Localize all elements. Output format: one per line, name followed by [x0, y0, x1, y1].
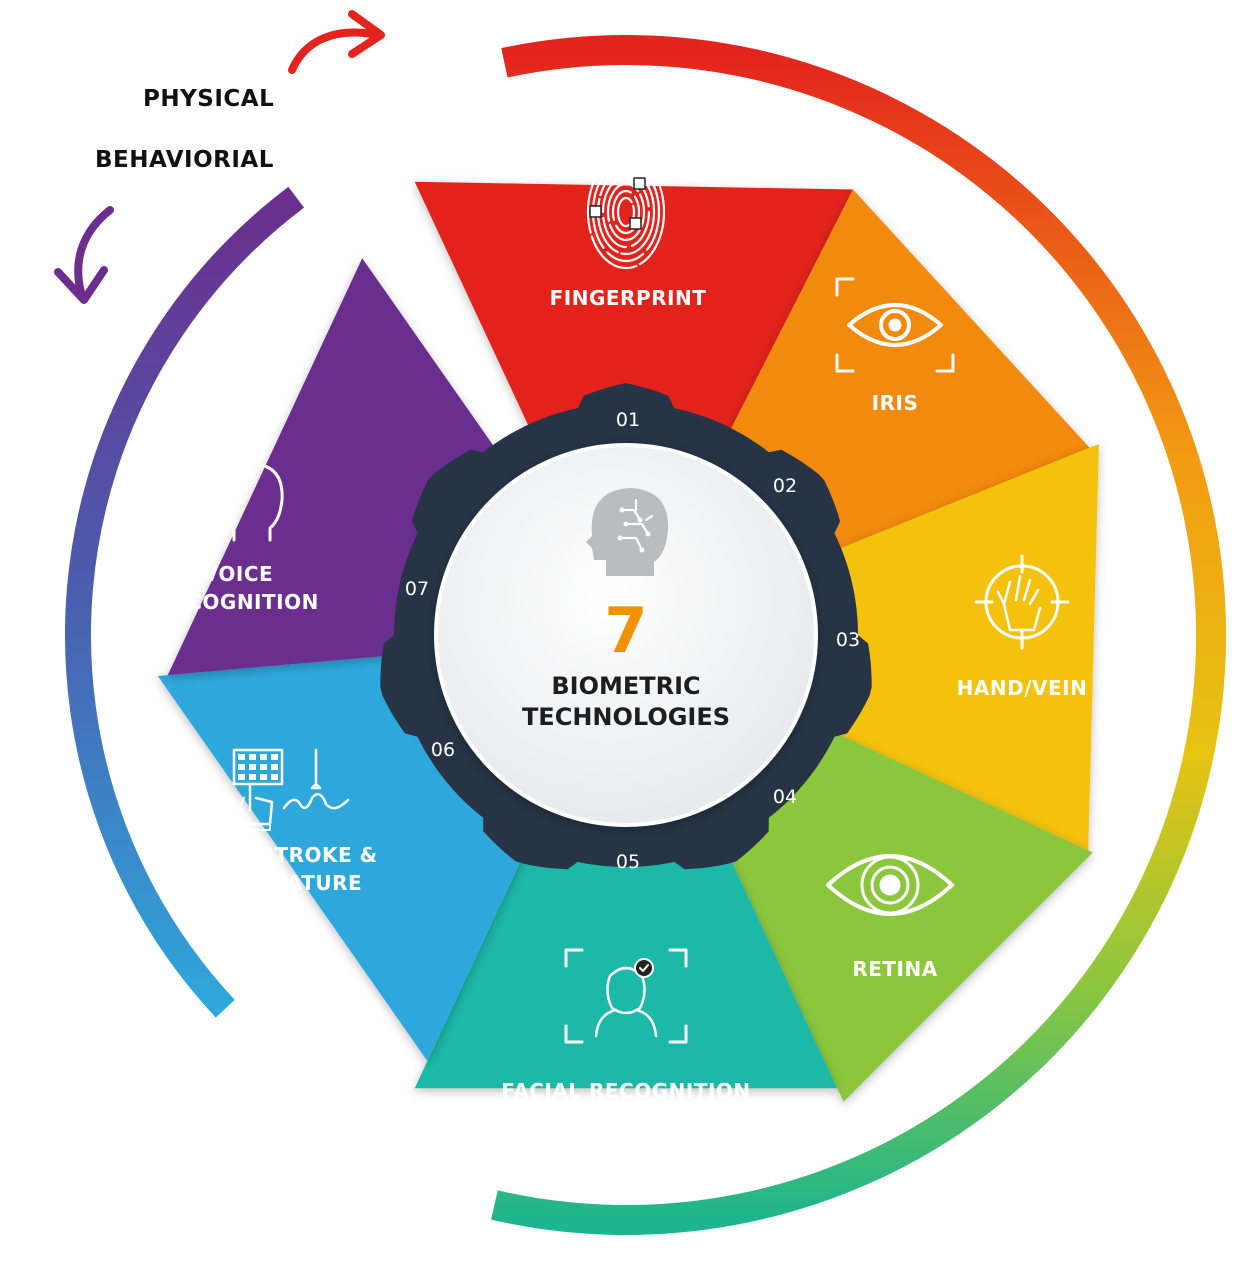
physical-arrow-icon — [288, 10, 385, 74]
segment-number-retina: 04 — [773, 786, 797, 808]
hand-scan-icon — [974, 554, 1070, 650]
physical-group-label: PHYSICAL — [143, 86, 275, 112]
segment-label-retina: RETINA — [852, 957, 937, 981]
segment-fingerprint: FINGERPRINT — [414, 154, 853, 448]
segment-shape-facial — [414, 825, 838, 1089]
segment-label-facial: FACIAL RECOGNITION — [501, 1079, 750, 1103]
segment-shape-fingerprint — [414, 181, 853, 448]
segment-number-iris: 02 — [773, 475, 797, 497]
segment-number-voice: 07 — [405, 578, 429, 600]
segment-label-iris: IRIS — [872, 391, 919, 415]
behavioral-arc — [65, 186, 305, 1018]
segment-number-hand-vein: 03 — [836, 629, 860, 651]
center-title-line2: TECHNOLOGIES — [522, 703, 730, 731]
segment-shape-hand-vein — [816, 444, 1099, 851]
brain-circuit-head-icon — [586, 488, 669, 576]
physical-arc — [491, 35, 1227, 1235]
behavioral-arrow-icon — [54, 206, 114, 304]
segment-label-fingerprint: FINGERPRINT — [550, 286, 707, 310]
segment-label-hand-vein: HAND/VEIN — [957, 676, 1088, 700]
segment-number-facial: 05 — [616, 851, 640, 873]
center-number: 7 — [604, 594, 647, 667]
eye-scan-icon — [835, 277, 955, 373]
behavioral-group-label: BEHAVIORIAL — [95, 147, 274, 173]
segment-retina: RETINA — [714, 723, 1093, 1102]
segment-label-voice: RECOGNITION — [157, 590, 319, 614]
segment-label-keystroke: KEYSTROKE & — [214, 843, 377, 867]
segment-hand-vein: HAND/VEIN — [816, 444, 1099, 851]
segment-label-voice: VOICE — [203, 562, 273, 586]
segment-number-fingerprint: 01 — [616, 409, 640, 431]
segment-iris: IRIS — [721, 189, 1090, 557]
face-scan-icon — [564, 948, 688, 1044]
segment-facial: FACIAL RECOGNITION — [414, 825, 838, 1103]
keypad-signature-icon — [232, 748, 350, 831]
retina-eye-icon — [826, 854, 954, 916]
voice-head-icon — [178, 462, 284, 542]
fingerprint-icon — [586, 154, 666, 270]
center-title-line1: BIOMETRIC — [551, 672, 700, 700]
center-circle — [434, 443, 818, 827]
segment-shape-iris — [721, 189, 1090, 557]
segment-number-keystroke: 06 — [431, 739, 455, 761]
segment-label-keystroke: SIGNATURE — [230, 871, 362, 895]
